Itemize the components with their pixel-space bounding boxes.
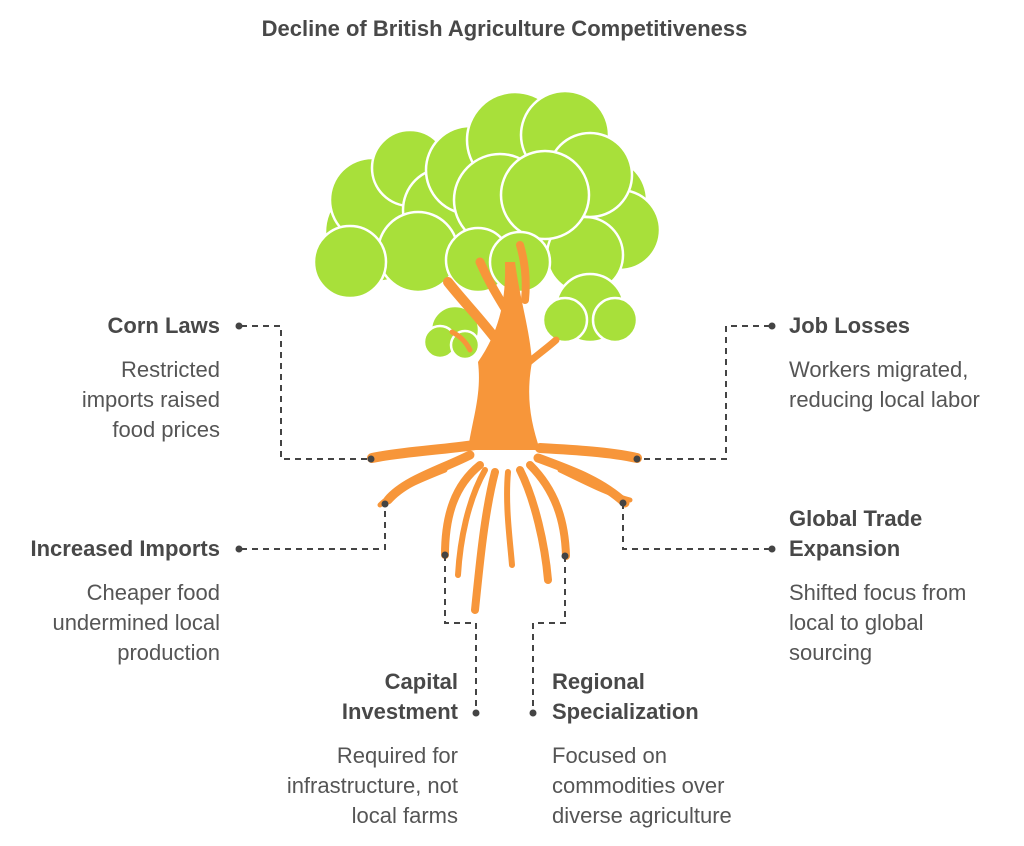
tree-foliage <box>312 89 662 361</box>
tree-trunk-and-roots <box>367 241 642 614</box>
connector-capital-investment <box>444 555 477 712</box>
factor-job-losses: Job Losses Workers migrated, reducing lo… <box>789 311 1014 415</box>
diagram-title: Decline of British Agriculture Competiti… <box>261 16 748 41</box>
factor-capital-investment: Capital Investment Required for infrastr… <box>238 667 458 831</box>
connector-dots <box>235 322 776 717</box>
connector-increased-imports <box>241 505 386 550</box>
factor-title: Corn Laws <box>107 313 220 338</box>
factor-description: Restricted imports raised food prices <box>81 357 220 442</box>
factor-description: Focused on commodities over diverse agri… <box>552 743 732 828</box>
factor-description: Shifted focus from local to global sourc… <box>789 580 967 665</box>
factor-global-trade-expansion: Global Trade Expansion Shifted focus fro… <box>789 504 1009 668</box>
connector-corn-laws <box>241 325 370 460</box>
connector-regional-specialization <box>532 556 566 712</box>
connector-job-losses <box>637 325 770 460</box>
factor-title: Regional Specialization <box>552 669 699 724</box>
factor-title: Capital Investment <box>341 669 458 724</box>
factor-regional-specialization: Regional Specialization Focused on commo… <box>552 667 782 831</box>
factor-title: Global Trade Expansion <box>789 506 923 561</box>
tree-trunk <box>468 262 540 450</box>
factor-corn-laws: Corn Laws Restricted imports raised food… <box>0 311 220 445</box>
factor-title: Increased Imports <box>30 536 220 561</box>
connector-global-trade-expansion <box>622 503 770 550</box>
factor-description: Required for infrastructure, not local f… <box>286 743 458 828</box>
factor-increased-imports: Increased Imports Cheaper food undermine… <box>0 534 220 668</box>
factor-description: Cheaper food undermined local production <box>52 580 220 665</box>
factor-title: Job Losses <box>789 313 911 338</box>
factor-description: Workers migrated, reducing local labor <box>789 357 980 412</box>
connectors <box>241 325 770 712</box>
